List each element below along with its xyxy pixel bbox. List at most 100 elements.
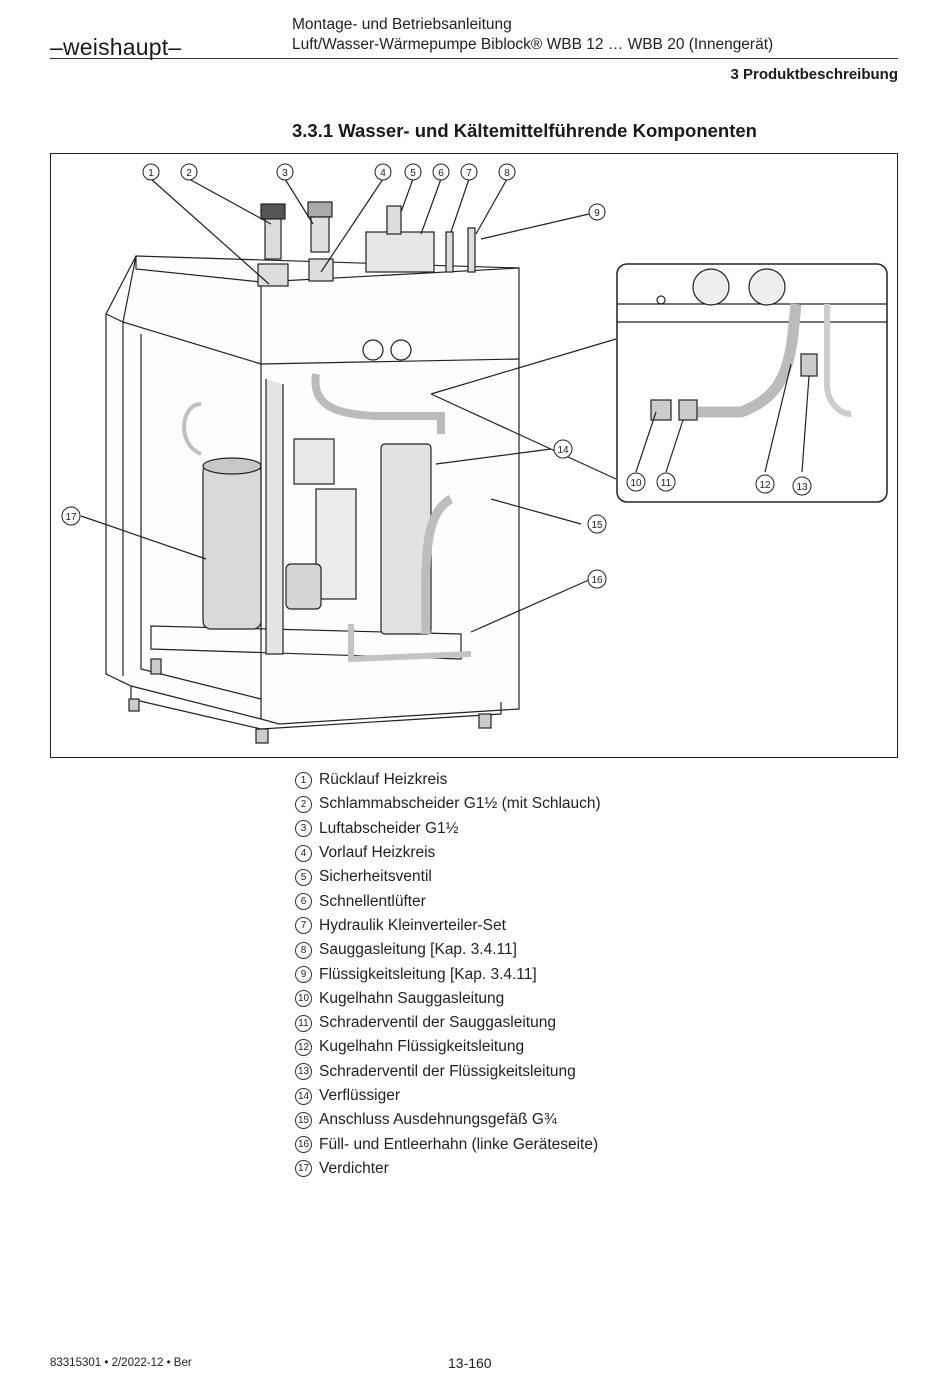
svg-text:15: 15 — [591, 520, 603, 531]
legend-item: 1 Rücklauf Heizkreis — [295, 768, 601, 792]
callout-15-icon: 15 — [587, 514, 607, 534]
legend-label: Schraderventil der Sauggasleitung — [319, 1014, 556, 1032]
svg-text:2: 2 — [186, 168, 192, 179]
legend-label: Rücklauf Heizkreis — [319, 771, 448, 789]
callout-17-icon: 17 — [61, 506, 81, 526]
svg-text:3: 3 — [282, 168, 288, 179]
legend-label: Schraderventil der Flüssigkeitsleitung — [319, 1062, 576, 1080]
legend-label: Sicherheitsventil — [319, 868, 432, 886]
legend-item: 16 Füll- und Entleerhahn (linke Gerätesei… — [295, 1132, 601, 1156]
heat-pump-drawing: 1 2 3 4 5 6 7 8 9 10 11 12 13 14 15 16 1… — [61, 163, 888, 744]
svg-text:8: 8 — [504, 168, 510, 179]
page-number: 13-160 — [448, 1355, 492, 1371]
legend-number: 2 — [295, 795, 312, 813]
callout-3-icon: 3 — [276, 163, 294, 181]
legend-label: Schlammabscheider G1½ (mit Schlauch) — [319, 795, 601, 813]
svg-text:7: 7 — [466, 168, 472, 179]
weishaupt-logo: –weishaupt– — [50, 34, 181, 61]
logo-dash-right: – — [168, 34, 182, 60]
legend-label: Flüssigkeitsleitung [Kap. 3.4.11] — [319, 965, 537, 983]
callout-14-icon: 14 — [553, 439, 573, 459]
legend-label: Schnellentlüfter — [319, 892, 426, 910]
legend-number: 16 — [295, 1136, 312, 1154]
callout-5-icon: 5 — [404, 163, 422, 181]
legend-item: 2 Schlammabscheider G1½ (mit Schlauch) — [295, 792, 601, 816]
callout-13-icon: 13 — [792, 476, 812, 496]
component-illustration: 1 2 3 4 5 6 7 8 9 10 11 12 13 14 15 16 1… — [50, 153, 898, 758]
legend-item: 7 Hydraulik Kleinverteiler-Set — [295, 914, 601, 938]
legend-number: 10 — [295, 990, 312, 1008]
callout-9-icon: 9 — [588, 203, 606, 221]
legend-label: Verdichter — [319, 1159, 389, 1177]
svg-text:16: 16 — [591, 575, 603, 586]
legend-number: 1 — [295, 771, 312, 789]
legend-number: 5 — [295, 868, 312, 886]
logo-dash-left: – — [50, 34, 63, 60]
legend-item: 5 Sicherheitsventil — [295, 865, 601, 889]
svg-text:5: 5 — [410, 168, 416, 179]
svg-text:14: 14 — [557, 445, 569, 456]
legend-label: Luftabscheider G1½ — [319, 819, 459, 837]
legend-label: Kugelhahn Sauggasleitung — [319, 989, 505, 1007]
legend-label: Hydraulik Kleinverteiler-Set — [319, 916, 506, 934]
svg-text:4: 4 — [380, 168, 386, 179]
legend-item: 15 Anschluss Ausdehnungsgefäß G¾ — [295, 1108, 601, 1132]
legend-number: 7 — [295, 917, 312, 935]
legend-item: 14 Verflüssiger — [295, 1084, 601, 1108]
legend-number: 9 — [295, 966, 312, 984]
document-number: 83315301 • 2/2022-12 • Ber — [50, 1357, 192, 1369]
legend-number: 12 — [295, 1038, 312, 1056]
svg-text:11: 11 — [661, 478, 672, 489]
legend-item: 13 Schraderventil der Flüssigkeitsleitung — [295, 1060, 601, 1084]
callout-1-icon: 1 — [142, 163, 160, 181]
legend-label: Anschluss Ausdehnungsgefäß G¾ — [319, 1111, 557, 1129]
legend-item: 12 Kugelhahn Flüssigkeitsleitung — [295, 1035, 601, 1059]
legend-item: 3 Luftabscheider G1½ — [295, 817, 601, 841]
legend-item: 10 Kugelhahn Sauggasleitung — [295, 987, 601, 1011]
svg-text:6: 6 — [438, 168, 444, 179]
legend-label: Vorlauf Heizkreis — [319, 844, 436, 862]
callout-markers: 1 2 3 4 5 6 7 8 9 10 11 12 13 14 15 16 1… — [61, 163, 812, 589]
logo-text: weishaupt — [63, 34, 169, 60]
legend-label: Verflüssiger — [319, 1087, 400, 1104]
svg-text:12: 12 — [759, 480, 771, 491]
legend-number: 3 — [295, 820, 312, 838]
callout-4-icon: 4 — [374, 163, 392, 181]
callout-12-icon: 12 — [755, 474, 775, 494]
legend-number: 6 — [295, 893, 312, 911]
legend-number: 8 — [295, 941, 312, 959]
legend-label: Füll- und Entleerhahn (linke Geräteseite… — [319, 1135, 599, 1153]
legend-number: 15 — [295, 1111, 312, 1129]
callout-10-icon: 10 — [626, 472, 646, 492]
legend-number: 14 — [295, 1087, 312, 1105]
component-legend: 1 Rücklauf Heizkreis 2 Schlammabscheider G… — [295, 768, 601, 1181]
callout-8-icon: 8 — [498, 163, 516, 181]
legend-item: 4 Vorlauf Heizkreis — [295, 841, 601, 865]
callout-11-icon: 11 — [656, 472, 676, 492]
legend-item: 9 Flüssigkeitsleitung [Kap. 3.4.11] — [295, 962, 601, 986]
callout-7-icon: 7 — [460, 163, 478, 181]
legend-item: 6 Schnellentlüfter — [295, 889, 601, 913]
svg-text:9: 9 — [594, 208, 600, 219]
section-title: 3.3.1 Wasser- und Kältemittelführende Ko… — [292, 120, 757, 141]
legend-number: 13 — [295, 1063, 312, 1081]
callout-6-icon: 6 — [432, 163, 450, 181]
svg-text:1: 1 — [148, 168, 154, 179]
legend-item: 8 Sauggasleitung [Kap. 3.4.11] — [295, 938, 601, 962]
legend-number: 11 — [295, 1014, 312, 1032]
legend-number: 4 — [295, 844, 312, 862]
svg-text:10: 10 — [630, 478, 642, 489]
header-divider — [50, 58, 898, 59]
legend-number: 17 — [295, 1160, 312, 1178]
svg-text:13: 13 — [796, 482, 808, 493]
document-header: Montage- und Betriebsanleitung Luft/Wass… — [292, 15, 773, 55]
svg-text:17: 17 — [65, 512, 77, 523]
legend-label: Kugelhahn Flüssigkeitsleitung — [319, 1038, 525, 1056]
callout-16-icon: 16 — [587, 569, 607, 589]
legend-item: 17 Verdichter — [295, 1157, 601, 1181]
chapter-heading: 3 Produktbeschreibung — [730, 66, 898, 83]
callout-2-icon: 2 — [180, 163, 198, 181]
legend-label: Sauggasleitung [Kap. 3.4.11] — [319, 941, 517, 959]
doc-title-line1: Montage- und Betriebsanleitung — [292, 16, 512, 33]
legend-item: 11 Schraderventil der Sauggasleitung — [295, 1011, 601, 1035]
